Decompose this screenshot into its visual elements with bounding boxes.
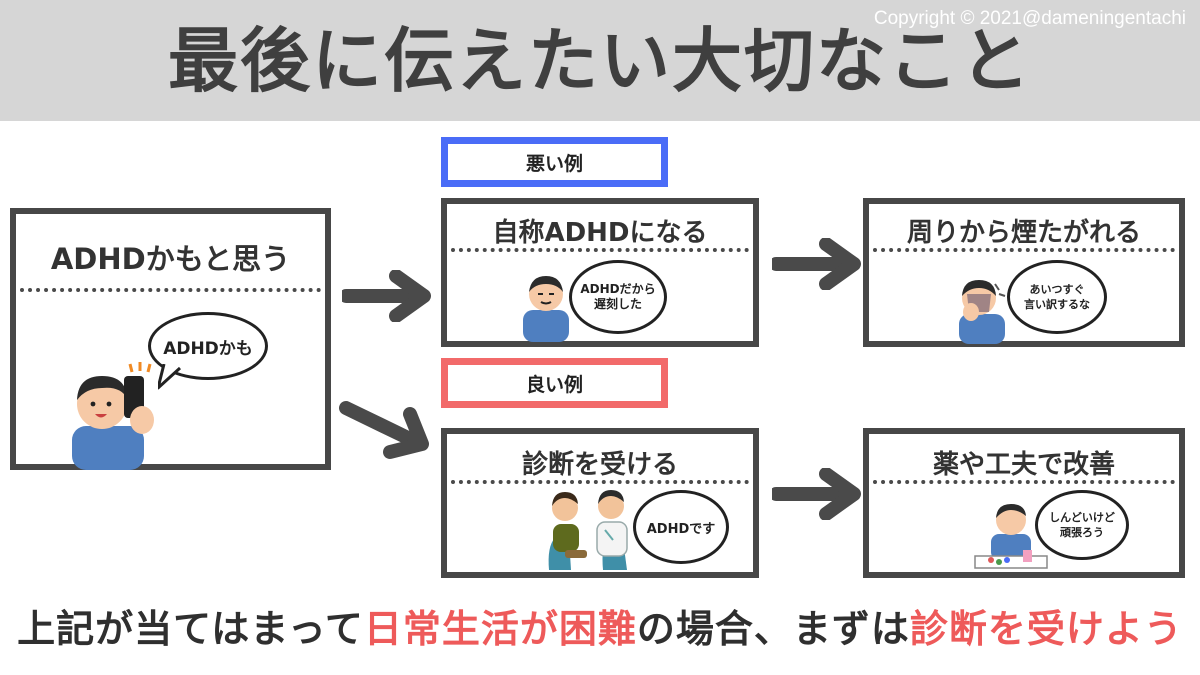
troubled-person-illustration — [959, 280, 1006, 344]
good-step2-title: 薬や工夫で改善 — [932, 450, 1115, 480]
start-box-title: ADHDかもと思う — [50, 242, 291, 276]
speech-bubble: しんどいけど 頑張ろう — [1035, 490, 1129, 560]
bad-step2-divider — [873, 248, 1175, 252]
conclusion-text: 上記が当てはまって日常生活が困難の場合、まずは診断を受けよう — [0, 598, 1200, 653]
doctor-patient-illustration — [548, 490, 628, 570]
bad-step1-box: 自称ADHDになる ADHDだから 遅刻した — [441, 198, 759, 347]
start-box: ADHDかもと思う ADHDかも — [10, 208, 331, 470]
speech-bubble: ADHDです — [633, 490, 729, 564]
conclusion-part1: 上記が当てはまって — [17, 607, 364, 651]
bad-step2-title: 周りから煙たがれる — [906, 218, 1141, 248]
person-with-medicine-illustration — [974, 504, 1048, 569]
header-bar: 最後に伝えたい大切なこと Copyright © 2021@dameningen… — [0, 0, 1200, 121]
arrow-right-icon — [342, 270, 431, 322]
speech-bubble-tail — [158, 364, 182, 390]
good-step1-box: 診断を受ける ADHDです — [441, 428, 759, 578]
speech-text: ADHDです — [646, 521, 716, 537]
good-example-tag: 良い例 — [441, 358, 668, 408]
bad-example-tag: 悪い例 — [441, 137, 668, 187]
conclusion-part3: の場合、まずは — [636, 607, 910, 651]
person-with-phone-illustration — [72, 362, 154, 470]
speech-text-line1: ADHDだから — [580, 282, 656, 296]
page-title: 最後に伝えたい大切なこと — [168, 20, 1032, 102]
good-step2-box: 薬や工夫で改善 しんどいけど 頑張ろう — [863, 428, 1185, 578]
good-example-label: 良い例 — [525, 373, 583, 396]
good-step2-divider — [873, 480, 1175, 484]
speech-text-line2: 頑張ろう — [1059, 526, 1104, 539]
start-box-divider — [20, 288, 321, 292]
good-step1-divider — [451, 480, 749, 484]
smug-person-illustration — [523, 276, 569, 342]
speech-bubble: あいつすぐ 言い訳するな — [1007, 260, 1107, 334]
bad-step1-divider — [451, 248, 749, 252]
copyright-text: Copyright © 2021@dameningentachi — [873, 8, 1186, 29]
speech-text-line1: あいつすぐ — [1029, 283, 1085, 296]
conclusion-highlight-1: 日常生活が困難 — [363, 607, 637, 651]
conclusion-highlight-2: 診断を受けよう — [909, 607, 1183, 651]
speech-text-line1: しんどいけど — [1049, 511, 1115, 524]
arrow-down-right-icon — [339, 401, 429, 459]
bad-step2-box: 周りから煙たがれる あいつすぐ 言い訳するな — [863, 198, 1185, 347]
good-step1-title: 診断を受ける — [521, 450, 678, 480]
bad-example-label: 悪い例 — [525, 152, 583, 175]
speech-text-line2: 遅刻した — [593, 297, 642, 311]
speech-bubble: ADHDだから 遅刻した — [569, 260, 667, 334]
arrow-right-icon — [772, 238, 861, 290]
bad-step1-title: 自称ADHDになる — [492, 218, 708, 248]
speech-text-line2: 言い訳するな — [1024, 298, 1090, 311]
speech-text: ADHDかも — [163, 338, 253, 359]
arrow-right-icon — [772, 468, 861, 520]
